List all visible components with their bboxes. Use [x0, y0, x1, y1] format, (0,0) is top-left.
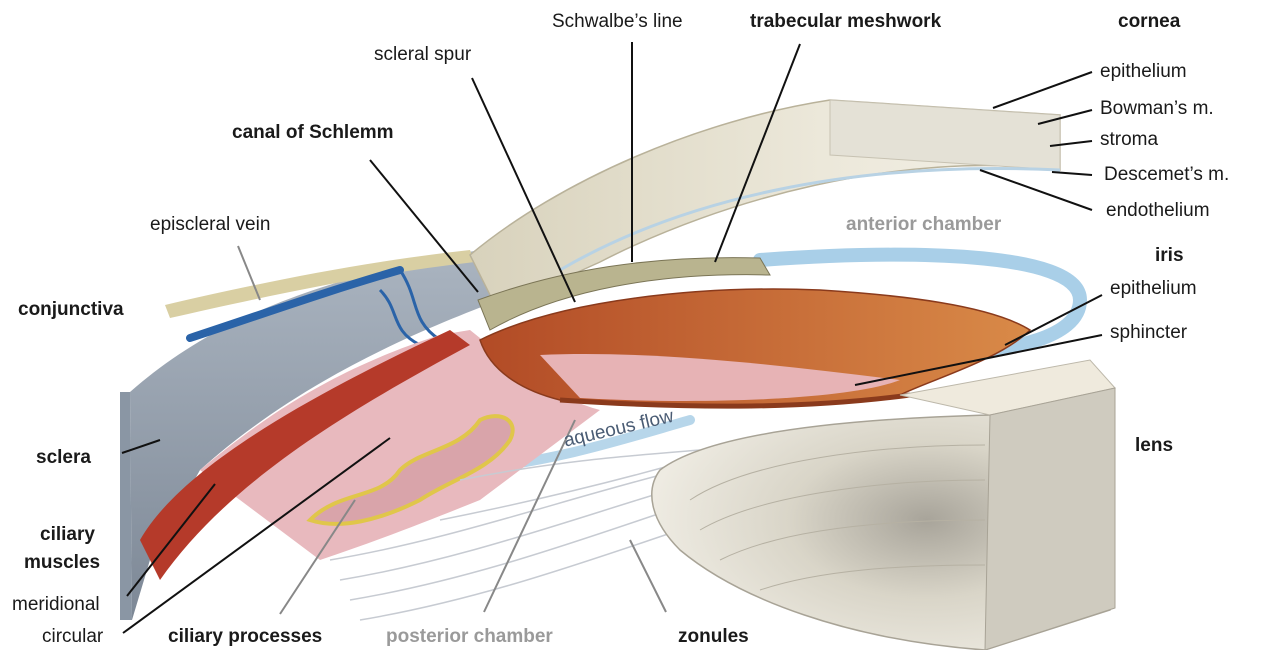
leader-zonules: [630, 540, 666, 612]
label-iris: iris: [1155, 246, 1184, 265]
label-posterior-chamber: posterior chamber: [386, 627, 553, 646]
label-schwalbes-line: Schwalbe’s line: [552, 12, 683, 31]
label-sphincter: sphincter: [1110, 323, 1187, 342]
label-descemets-membrane: Descemet’s m.: [1104, 165, 1229, 184]
label-bowmans-membrane: Bowman’s m.: [1100, 99, 1214, 118]
label-trabecular-meshwork: trabecular meshwork: [750, 12, 941, 31]
label-canal-of-schlemm: canal of Schlemm: [232, 123, 394, 142]
label-endothelium: endothelium: [1106, 201, 1210, 220]
label-ciliary-processes: ciliary processes: [168, 627, 322, 646]
label-zonules: zonules: [678, 627, 749, 646]
label-scleral-spur: scleral spur: [374, 45, 471, 64]
label-cornea-epithelium: epithelium: [1100, 62, 1187, 81]
label-lens: lens: [1135, 436, 1173, 455]
label-episcleral-vein: episcleral vein: [150, 215, 270, 234]
label-ciliary-muscles-line2: muscles: [24, 553, 100, 572]
leader-descemets: [1052, 172, 1092, 175]
label-iris-epithelium: epithelium: [1110, 279, 1197, 298]
label-cornea: cornea: [1118, 12, 1180, 31]
sclera-front-face: [120, 392, 132, 620]
leader-endothelium: [980, 170, 1092, 210]
leader-cornea-epithelium: [993, 72, 1092, 108]
label-meridional: meridional: [12, 595, 100, 614]
label-stroma: stroma: [1100, 130, 1158, 149]
label-circular: circular: [42, 627, 103, 646]
lens-side-face: [985, 388, 1115, 650]
label-anterior-chamber: anterior chamber: [846, 215, 1001, 234]
label-sclera: sclera: [36, 448, 91, 467]
label-ciliary-muscles-line1: ciliary: [40, 525, 95, 544]
label-conjunctiva: conjunctiva: [18, 300, 124, 319]
